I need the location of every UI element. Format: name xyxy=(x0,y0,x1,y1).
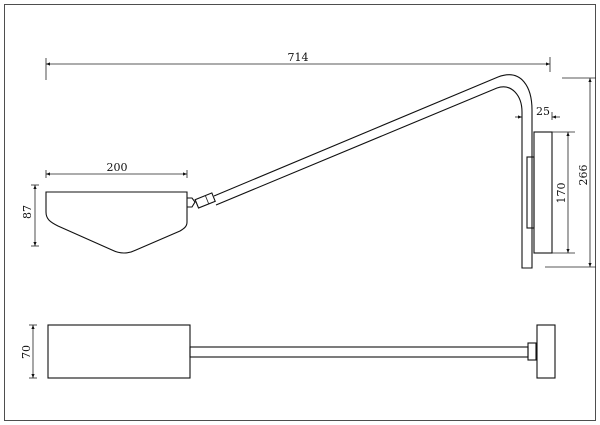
label-wall-offset: 25 xyxy=(536,105,550,118)
drawing-frame xyxy=(4,4,596,421)
label-total-length: 714 xyxy=(288,51,309,64)
label-shade-width: 200 xyxy=(107,161,128,174)
shade-connector xyxy=(187,197,196,208)
dimension-total-length: 714 xyxy=(45,51,551,80)
label-shade-height: 87 xyxy=(21,205,34,219)
arm-collar-top xyxy=(527,342,537,361)
lamp-arm xyxy=(213,74,533,269)
dimension-wall-offset: 25 xyxy=(515,105,560,120)
lamp-shade-side xyxy=(45,191,188,254)
lamp-arm-top xyxy=(189,346,529,358)
label-total-height: 266 xyxy=(577,165,590,186)
label-shade-depth: 70 xyxy=(20,345,33,359)
arm-joint xyxy=(194,192,216,209)
dimension-total-height: 266 xyxy=(545,77,596,268)
lamp-shade-top xyxy=(47,324,191,379)
wall-plate-side xyxy=(533,131,553,254)
wall-bracket-side xyxy=(526,156,535,229)
label-plate-height: 170 xyxy=(555,183,568,204)
wall-plate-top xyxy=(536,324,556,379)
dimension-shade-height: 87 xyxy=(21,184,39,247)
dimension-plate-height: 170 xyxy=(552,131,575,254)
dimension-shade-width: 200 xyxy=(45,161,188,178)
dimension-shade-depth: 70 xyxy=(20,324,37,379)
